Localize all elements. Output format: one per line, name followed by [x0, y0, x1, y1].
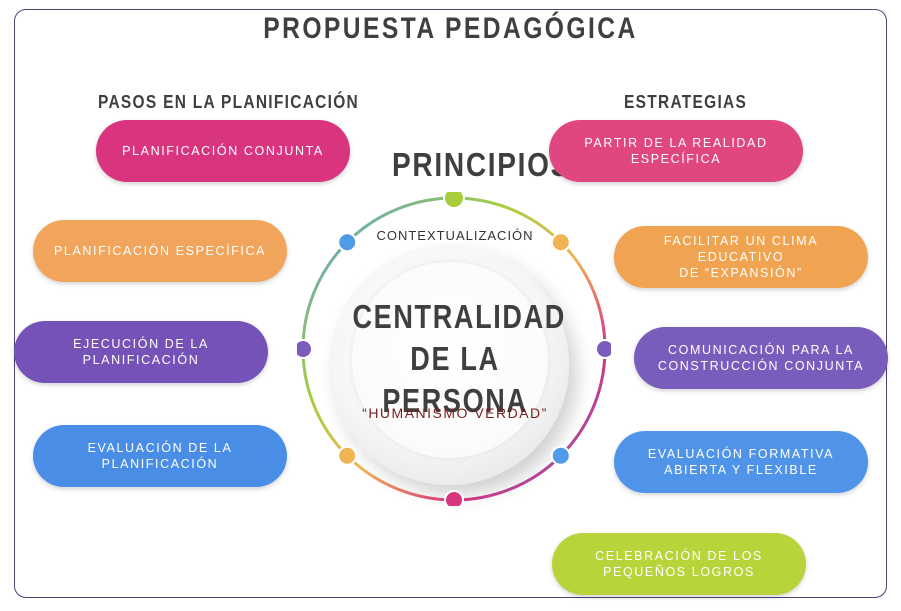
- ring-dot: [550, 445, 571, 466]
- ring-dot: [550, 232, 571, 253]
- step-pill-joint-planning: PLANIFICACIÓN CONJUNTA: [96, 120, 350, 182]
- ring-dot: [337, 445, 358, 466]
- ring-dot: [595, 339, 611, 359]
- step-pill-evaluation: EVALUACIÓN DE LA PLANIFICACIÓN: [33, 425, 287, 487]
- strategy-pill-climate: FACILITAR UN CLIMA EDUCATIVO DE “EXPANSI…: [614, 226, 868, 288]
- strategy-pill-celebration: CELEBRACIÓN DE LOS PEQUEÑOS LOGROS: [552, 533, 806, 595]
- principles-ring: [297, 192, 611, 506]
- step-pill-specific-planning: PLANIFICACIÓN ESPECÍFICA: [33, 220, 287, 282]
- strategies-heading: ESTRATEGIAS: [624, 92, 748, 112]
- steps-heading: PASOS EN LA PLANIFICACIÓN: [98, 92, 360, 112]
- ring-dot: [337, 232, 358, 253]
- strategy-pill-evaluation: EVALUACIÓN FORMATIVA ABIERTA Y FLEXIBLE: [614, 431, 868, 493]
- diagram-frame: [14, 9, 887, 598]
- ring-dot: [297, 339, 313, 359]
- center-core: [352, 262, 548, 458]
- center-subtitle: “HUMANISMO VERDAD”: [362, 405, 548, 421]
- ring-dot: [443, 192, 465, 209]
- principles-heading: PRINCIPIOS: [392, 146, 572, 183]
- ring-dot: [444, 490, 464, 506]
- center-title: CENTRALIDAD DE LA PERSONA: [352, 298, 566, 419]
- step-pill-execution: EJECUCIÓN DE LA PLANIFICACIÓN: [14, 321, 268, 383]
- page-title: PROPUESTA PEDAGÓGICA: [263, 12, 638, 45]
- strategy-pill-communication: COMUNICACIÓN PARA LA CONSTRUCCIÓN CONJUN…: [634, 327, 888, 389]
- principle-contextualization: CONTEXTUALIZACIÓN: [376, 228, 534, 243]
- strategy-pill-reality: PARTIR DE LA REALIDAD ESPECÍFICA: [549, 120, 803, 182]
